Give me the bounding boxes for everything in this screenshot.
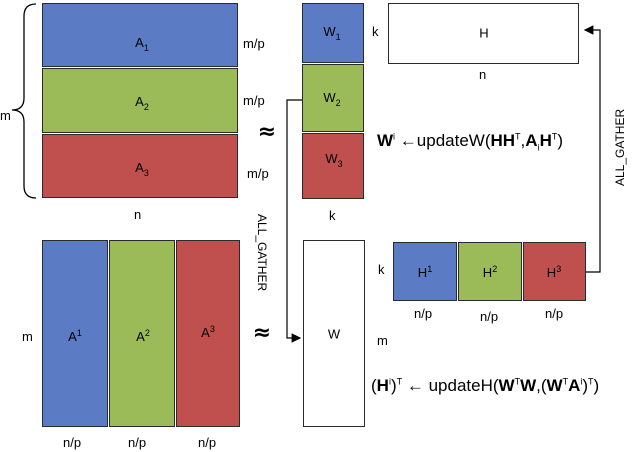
matrix-h-full-block: [388, 3, 579, 64]
formula-update-h: (Hi)T ← updateH(WTW,(WTAi)T): [371, 376, 600, 395]
matrix-w3-block: [302, 133, 364, 199]
a1-dim-label: m/p: [243, 36, 265, 51]
a-col3-label: A3: [201, 323, 215, 341]
m-label-bottom: m: [22, 329, 33, 344]
matrix-a3-block: [42, 134, 238, 198]
n-label-top: n: [134, 207, 142, 222]
h-col-k-label: k: [378, 262, 385, 277]
a-col1-label: A1: [68, 327, 82, 345]
h1-dim-label: n/p: [414, 306, 433, 321]
matrix-h3-block: [523, 242, 586, 301]
a-col2-label: A2: [136, 327, 150, 345]
approx-symbol-top: ≈: [257, 119, 277, 145]
w2-label: W2: [323, 90, 341, 108]
all-gather-label-right: ALL_GATHER: [613, 108, 627, 186]
h3-dim-label: n/p: [545, 306, 564, 321]
h2-dim-label: n/p: [480, 309, 499, 324]
a2-label: A2: [135, 94, 149, 112]
w1-label: W1: [323, 24, 341, 42]
w3-label: W3: [325, 151, 343, 169]
all-gather-label-left: ALL_GATHER: [255, 214, 269, 292]
a-col1-dim-label: n/p: [63, 435, 82, 450]
h1-label: H1: [417, 263, 433, 281]
h-full-k-label: k: [372, 24, 379, 39]
m-brace: [11, 3, 37, 199]
w-full-label: W: [327, 326, 341, 342]
w-k-label: k: [329, 208, 336, 223]
matrix-h1-block: [393, 242, 457, 301]
matrix-a-col1-block: [42, 240, 108, 427]
h2-label: H2: [482, 263, 498, 281]
matrix-a-col2-block: [109, 240, 175, 427]
w-full-m-label: m: [377, 333, 388, 348]
a1-label: A1: [135, 35, 149, 53]
a-col3-dim-label: n/p: [198, 435, 217, 450]
m-label-top: m: [0, 108, 11, 123]
matrix-h2-block: [458, 242, 522, 301]
matrix-a1-block: [42, 3, 238, 67]
h-full-label: H: [479, 25, 489, 41]
matrix-a-col3-block: [176, 240, 240, 427]
matrix-w2-block: [302, 64, 364, 132]
approx-symbol-bottom: ≈: [252, 320, 272, 346]
matrix-w1-block: [302, 3, 364, 63]
h3-label: H3: [546, 263, 562, 281]
all-gather-arrow-right: [583, 25, 601, 273]
a-col2-dim-label: n/p: [128, 435, 147, 450]
a2-dim-label: m/p: [243, 93, 265, 108]
h-full-n-label: n: [479, 67, 487, 82]
all-gather-arrow-left: [286, 99, 302, 343]
formula-update-w: Wi ←updateW(HHT,AiHT): [377, 131, 564, 153]
matrix-w-full-block: [303, 240, 365, 427]
a3-dim-label: m/p: [247, 166, 269, 181]
a3-label: A3: [135, 160, 149, 178]
matrix-a2-block: [42, 68, 238, 133]
